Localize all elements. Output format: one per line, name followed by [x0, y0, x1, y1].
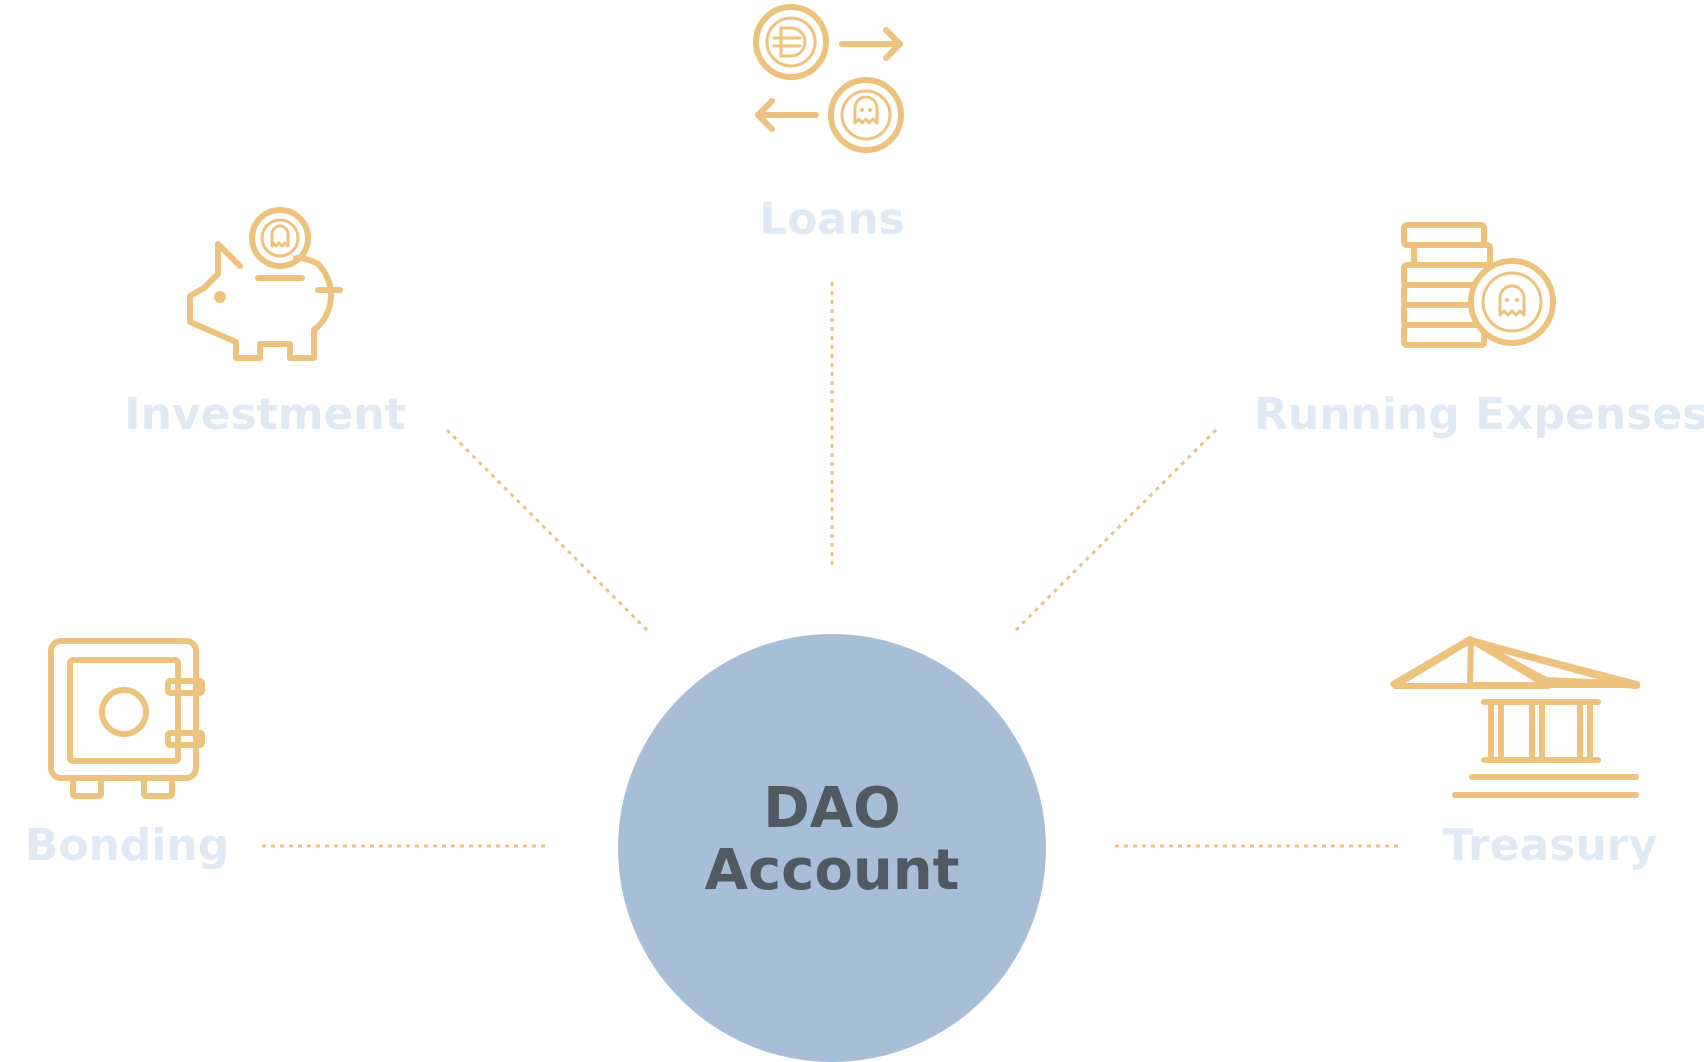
- dao-account-label: DAO Account: [705, 778, 960, 902]
- coin-stack-icon: [1401, 222, 1556, 348]
- node-label-loans: Loans: [759, 194, 905, 245]
- connector-running-expenses: [1011, 428, 1218, 635]
- dao-account-label-line1: DAO: [763, 776, 901, 841]
- piggy-bank-icon: [187, 207, 343, 361]
- node-label-investment: Investment: [124, 389, 406, 440]
- node-label-treasury: Treasury: [1442, 820, 1658, 871]
- dao-account-label-line2: Account: [704, 838, 960, 903]
- safe-icon: [48, 638, 205, 799]
- node-label-bonding: Bonding: [24, 820, 230, 871]
- node-label-running-expenses: Running Expenses: [1254, 389, 1704, 440]
- coin-exchange-icon: [753, 4, 904, 153]
- dao-account-node: DAO Account: [618, 634, 1046, 1062]
- connector-investment: [445, 428, 652, 635]
- bank-building-icon: [1390, 636, 1640, 798]
